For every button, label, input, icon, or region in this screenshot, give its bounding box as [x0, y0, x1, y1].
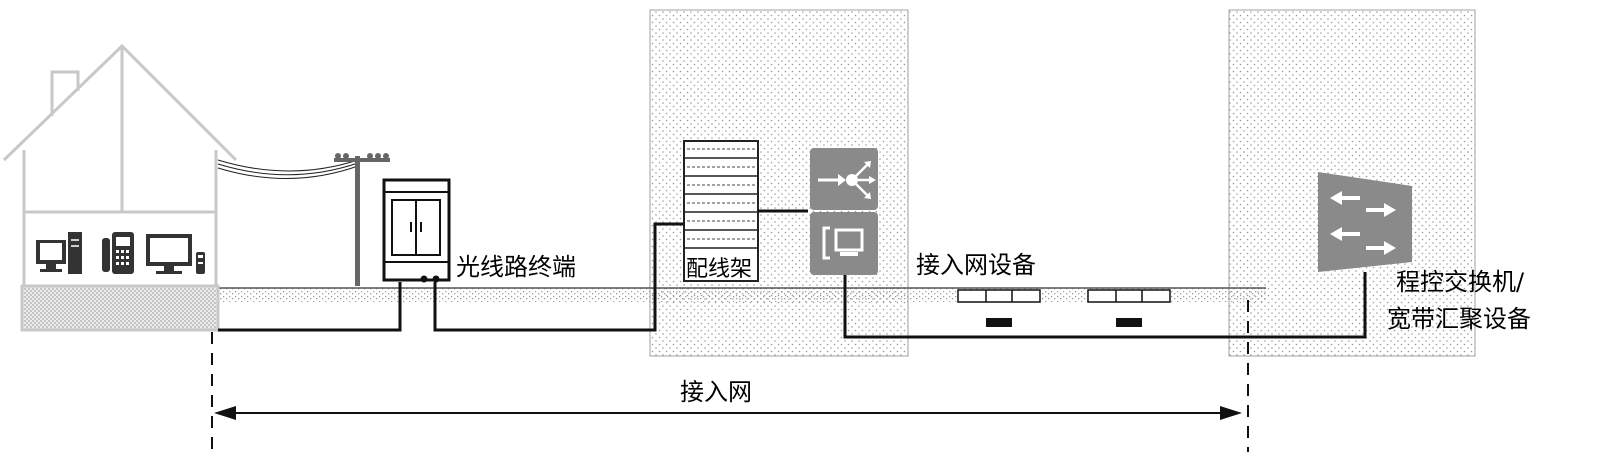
access-network-span-arrow — [214, 406, 1242, 420]
switch-label-line1: 程控交换机/ — [1396, 268, 1525, 296]
optical-line-terminal-label: 光线路终端 — [456, 253, 576, 281]
terminal-icon — [810, 212, 878, 275]
splice-box-icon — [1087, 289, 1171, 303]
distribution-frame-label: 配线架 — [686, 257, 752, 282]
switch-label-line2: 宽带汇聚设备 — [1387, 305, 1531, 333]
access-equipment-label: 接入网设备 — [916, 251, 1036, 279]
remote-control-icon — [196, 252, 205, 274]
router-icon — [810, 148, 878, 210]
desktop-computer-icon — [36, 232, 82, 274]
monitor-icon — [146, 234, 192, 274]
telephone-icon — [102, 232, 134, 274]
distribution-frame-icon — [683, 140, 759, 282]
switch-icon — [1318, 172, 1412, 272]
utility-pole-icon — [334, 153, 390, 286]
splice-box-base — [1116, 318, 1142, 327]
access-network-label: 接入网 — [680, 378, 752, 406]
house-icon — [2, 43, 238, 332]
overhead-wires — [217, 159, 359, 180]
splice-box-icon — [957, 289, 1041, 303]
splice-box-base — [986, 318, 1012, 327]
cabling — [218, 209, 1367, 339]
street-cabinet-icon — [382, 178, 451, 283]
